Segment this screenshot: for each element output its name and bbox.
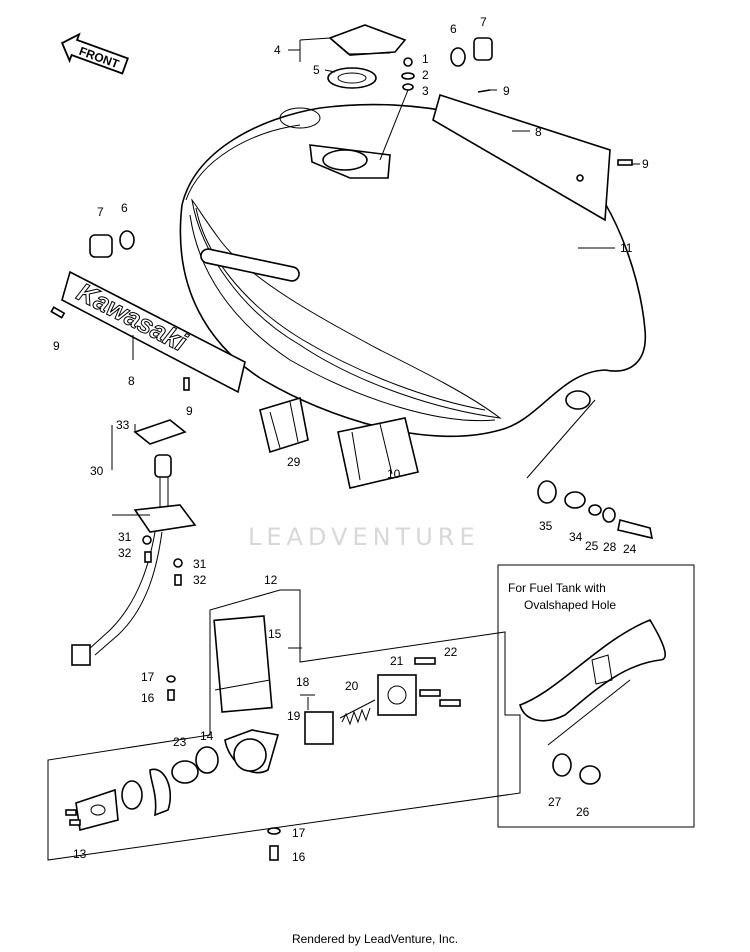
callout-35: 35: [539, 519, 553, 533]
inset-title-line2: Ovalshaped Hole: [524, 598, 617, 612]
callout-11: 11: [620, 241, 633, 255]
callout-17a: 17: [141, 670, 155, 684]
callout-9d: 9: [186, 404, 193, 418]
callout-8b: 8: [128, 374, 135, 388]
callout-32a: 32: [118, 546, 132, 560]
rear-bushings: [89, 37, 493, 258]
rear-emblem-strip: [432, 89, 633, 222]
callout-32b: 32: [193, 573, 207, 587]
fuel-tank-body: [179, 103, 647, 438]
callout-2: 2: [422, 68, 429, 82]
oval-hole-inset: [497, 564, 695, 828]
callout-23: 23: [173, 735, 187, 749]
callout-16a: 16: [141, 691, 155, 705]
callout-22: 22: [444, 645, 458, 659]
callout-8a: 8: [535, 125, 542, 139]
callout-31a: 31: [118, 530, 132, 544]
callout-25: 25: [585, 539, 599, 553]
callout-24: 24: [623, 542, 637, 556]
callout-3: 3: [422, 84, 429, 98]
fuel-petcock-assembly: [47, 589, 521, 861]
callout-9b: 9: [642, 157, 649, 171]
callout-27: 27: [548, 795, 562, 809]
callout-28: 28: [603, 540, 617, 554]
watermark-text: LEADVENTURE: [248, 523, 480, 551]
callout-29: 29: [287, 455, 301, 469]
callout-33: 33: [116, 418, 130, 432]
tank-dampers: [259, 396, 419, 489]
callout-34: 34: [569, 530, 583, 544]
callout-21: 21: [390, 654, 404, 668]
leader-lines: [111, 37, 640, 710]
callout-9a: 9: [503, 84, 510, 98]
callout-5: 5: [313, 63, 320, 77]
callout-10: 10: [387, 467, 401, 481]
callout-31b: 31: [193, 557, 207, 571]
callout-17b: 17: [292, 826, 306, 840]
fuel-cap-assembly: [327, 24, 415, 161]
inset-title: For Fuel Tank with Ovalshaped Hole: [508, 580, 688, 614]
callout-19: 19: [287, 709, 301, 723]
callout-4: 4: [274, 43, 281, 57]
kawasaki-emblem-text: Kawasaki: [72, 277, 192, 358]
callout-9c: 9: [53, 339, 60, 353]
callout-labels: 4 5 1 2 3 6 7 9 8 9 11 7 6 9 8 9 29 10 3…: [53, 15, 649, 864]
callout-6a: 6: [450, 22, 457, 36]
front-arrow-icon: FRONT: [60, 32, 129, 75]
footer-credit: Rendered by LeadVenture, Inc.: [291, 932, 459, 946]
callout-7b: 7: [97, 205, 104, 219]
callout-16b: 16: [292, 850, 306, 864]
fuel-level-sender: [71, 419, 197, 666]
inset-title-line1: For Fuel Tank with: [508, 581, 606, 595]
callout-14: 14: [200, 729, 214, 743]
callout-15: 15: [268, 627, 282, 641]
callout-7a: 7: [480, 15, 487, 29]
callout-30: 30: [90, 464, 104, 478]
callout-1: 1: [422, 52, 429, 66]
tank-mount-hardware: [526, 399, 654, 540]
callout-6b: 6: [121, 201, 128, 215]
callout-20: 20: [345, 679, 359, 693]
callout-26: 26: [576, 805, 590, 819]
callout-12: 12: [264, 573, 278, 587]
callout-13: 13: [73, 847, 87, 861]
callout-18: 18: [296, 675, 310, 689]
